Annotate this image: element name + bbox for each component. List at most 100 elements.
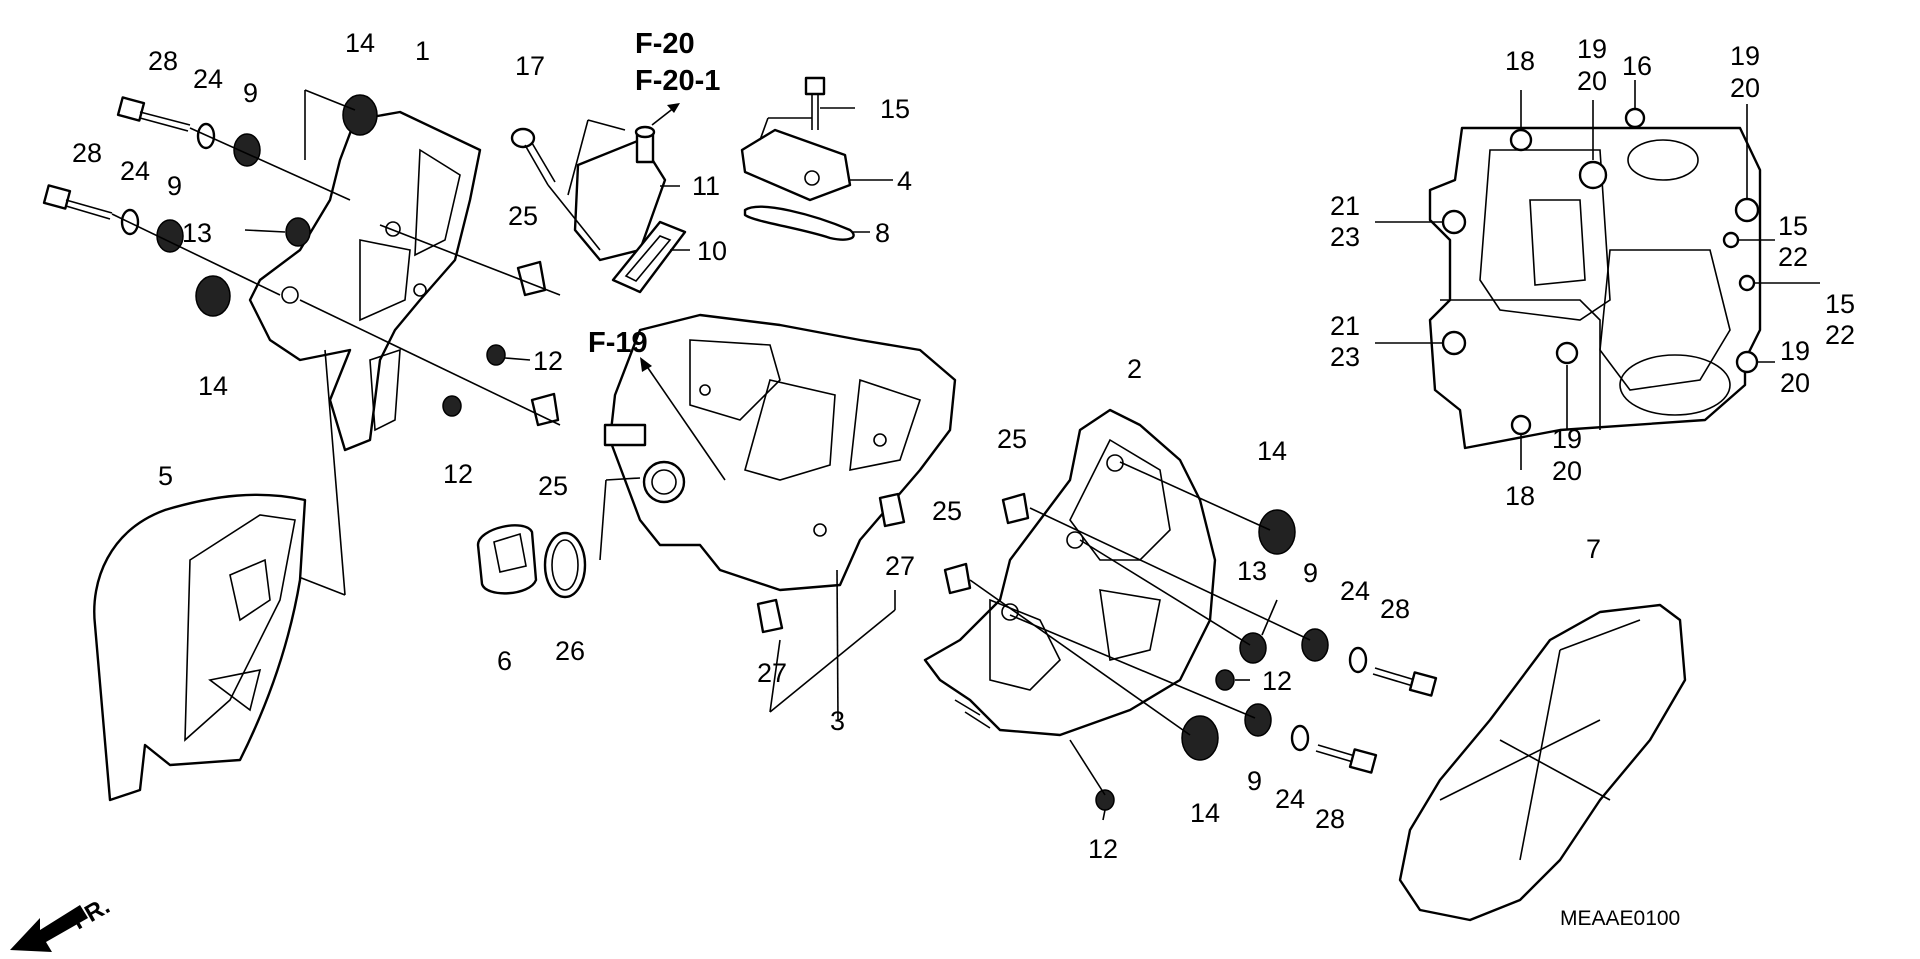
label-17: 17	[515, 51, 545, 81]
label-23-a: 23	[1330, 222, 1360, 252]
label-25-ml: 25	[538, 471, 568, 501]
label-14-ru: 14	[1257, 436, 1287, 466]
washer-24-right-lower	[1290, 724, 1310, 752]
label-2: 2	[1127, 354, 1142, 384]
oil-cap-part-6	[476, 524, 538, 595]
label-12-ul: 12	[533, 346, 563, 376]
o-ring-8	[743, 205, 855, 241]
label-27-left: 27	[757, 658, 787, 688]
bolt-28-lower	[42, 184, 113, 220]
label-19-top-a: 19	[1577, 34, 1607, 64]
label-6: 6	[497, 646, 512, 676]
nut-13-right	[1239, 632, 1267, 664]
label-14-rl: 14	[1190, 798, 1220, 828]
label-22-g1: 22	[1778, 242, 1808, 272]
collar-25-right-upper	[1001, 492, 1030, 525]
label-8: 8	[875, 218, 890, 248]
label-11: 11	[692, 171, 720, 201]
cover-part-4	[740, 128, 852, 202]
label-7: 7	[1586, 534, 1601, 564]
grommet-14-right-upper	[1258, 509, 1296, 555]
label-12-rl: 12	[1088, 834, 1118, 864]
callout-labels: 28 24 9 14 1 28 24 9 13 25 12 14 12 25 5…	[72, 28, 1855, 864]
o-ring-26	[543, 531, 587, 599]
cylinder-head-part-3	[603, 313, 957, 592]
ref-f19: F-19	[588, 327, 648, 359]
label-16: 16	[1622, 51, 1652, 81]
label-22-g2: 22	[1825, 320, 1855, 350]
nut-12-right-upper	[1215, 669, 1235, 691]
label-18-bottom: 18	[1505, 481, 1535, 511]
nut-13	[285, 217, 311, 247]
label-24-ml: 24	[120, 156, 150, 186]
label-5: 5	[158, 461, 173, 491]
collar-25-right-lower	[943, 562, 972, 595]
label-18-top: 18	[1505, 46, 1535, 76]
ref-f20: F-20	[635, 28, 695, 60]
arrow-f20	[651, 103, 680, 126]
upper-bracket-part-1	[248, 110, 482, 452]
front-arrow-icon	[10, 905, 88, 952]
label-19-bottom: 19	[1552, 424, 1582, 454]
side-cover-part-5	[93, 493, 307, 802]
label-9-ml: 9	[167, 171, 182, 201]
nut-12-right-lower	[1095, 789, 1115, 811]
label-23-b: 23	[1330, 342, 1360, 372]
gasket-10	[611, 220, 687, 294]
label-25-ul: 25	[508, 201, 538, 231]
bolt-17	[510, 127, 556, 186]
label-24-rl: 24	[1275, 784, 1305, 814]
collar-25-upper	[516, 260, 547, 297]
label-leaders	[244, 107, 1278, 821]
label-28-ml: 28	[72, 138, 102, 168]
grommet-14-lower	[195, 275, 231, 317]
grommet-14-upper	[342, 94, 378, 136]
label-28-rl: 28	[1315, 804, 1345, 834]
bolt-28-upper	[116, 96, 191, 132]
label-25-r1: 25	[997, 424, 1027, 454]
dowel-27-right	[878, 492, 906, 528]
insulator-part-7	[1398, 603, 1687, 922]
label-12-rm: 12	[1262, 666, 1292, 696]
collar-9-upper	[233, 133, 261, 167]
label-20-right: 20	[1780, 368, 1810, 398]
label-19-right: 19	[1780, 336, 1810, 366]
label-13-right: 13	[1237, 556, 1267, 586]
bolt-15-top	[804, 76, 826, 130]
label-25-r2: 25	[932, 496, 962, 526]
head-gasket-panel	[1428, 126, 1762, 450]
label-24-ul: 24	[193, 64, 223, 94]
label-21-a: 21	[1330, 191, 1360, 221]
label-28-ru: 28	[1380, 594, 1410, 624]
label-20-top-a: 20	[1577, 66, 1607, 96]
nut-12-lower	[442, 395, 462, 417]
dowel-27-left	[756, 598, 784, 634]
label-26: 26	[555, 636, 585, 666]
label-12-ml: 12	[443, 459, 473, 489]
label-20-bottom: 20	[1552, 456, 1582, 486]
label-9-rl: 9	[1247, 766, 1262, 796]
label-27-right: 27	[885, 551, 915, 581]
front-marker: FR.	[68, 892, 115, 935]
label-15-g1: 15	[1778, 211, 1808, 241]
nut-12-upper	[486, 344, 506, 366]
label-9-ul: 9	[243, 78, 258, 108]
label-9-ru: 9	[1303, 558, 1318, 588]
arrow-f19	[640, 357, 726, 481]
diagram-code: MEAAE0100	[1560, 907, 1680, 930]
label-19-top-b: 19	[1730, 41, 1760, 71]
bolt-28-right-lower	[1315, 744, 1378, 774]
label-21-b: 21	[1330, 311, 1360, 341]
bolt-28-right-upper	[1372, 667, 1438, 697]
label-28-ul: 28	[148, 46, 178, 76]
label-14-ml: 14	[198, 371, 228, 401]
collar-25-lower	[530, 392, 560, 427]
label-15-g2: 15	[1825, 289, 1855, 319]
ref-f20-1: F-20-1	[635, 65, 720, 97]
label-13-left: 13	[182, 218, 212, 248]
label-4: 4	[897, 166, 912, 196]
label-15-top: 15	[880, 94, 910, 124]
collar-9-right-lower	[1244, 703, 1272, 737]
label-20-top-b: 20	[1730, 73, 1760, 103]
